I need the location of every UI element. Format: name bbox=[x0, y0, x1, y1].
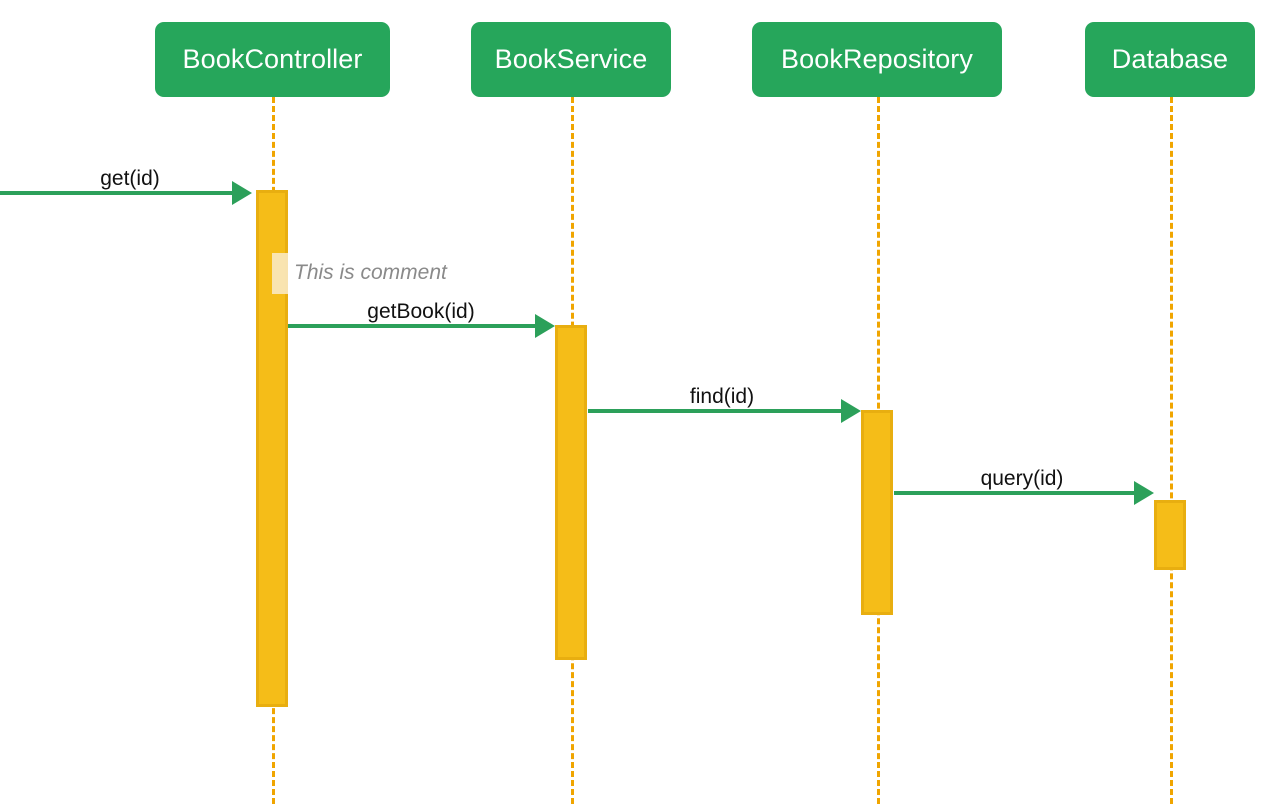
message-line-getbook-id[interactable] bbox=[288, 324, 535, 328]
activation-bar-bookrepository[interactable] bbox=[861, 410, 893, 615]
arrowhead-get-id bbox=[232, 181, 252, 205]
message-label-query-id[interactable]: query(id) bbox=[980, 467, 1064, 490]
note-highlight-swatch bbox=[272, 253, 288, 294]
arrowhead-getbook-id bbox=[535, 314, 555, 338]
participant-bookcontroller[interactable]: BookController bbox=[155, 22, 390, 97]
lifeline-database bbox=[1170, 97, 1173, 804]
message-label-find-id[interactable]: find(id) bbox=[689, 385, 755, 408]
message-line-query-id[interactable] bbox=[894, 491, 1134, 495]
activation-bar-bookservice[interactable] bbox=[555, 325, 587, 660]
message-line-get-id[interactable] bbox=[0, 191, 236, 195]
participant-bookrepository[interactable]: BookRepository bbox=[752, 22, 1002, 97]
arrowhead-find-id bbox=[841, 399, 861, 423]
arrowhead-query-id bbox=[1134, 481, 1154, 505]
participant-database[interactable]: Database bbox=[1085, 22, 1255, 97]
message-line-find-id[interactable] bbox=[588, 409, 841, 413]
message-label-getbook-id[interactable]: getBook(id) bbox=[367, 300, 475, 323]
activation-bar-database[interactable] bbox=[1154, 500, 1186, 570]
participant-bookservice[interactable]: BookService bbox=[471, 22, 671, 97]
note-comment-text[interactable]: This is comment bbox=[294, 261, 447, 284]
message-label-get-id[interactable]: get(id) bbox=[100, 167, 160, 190]
